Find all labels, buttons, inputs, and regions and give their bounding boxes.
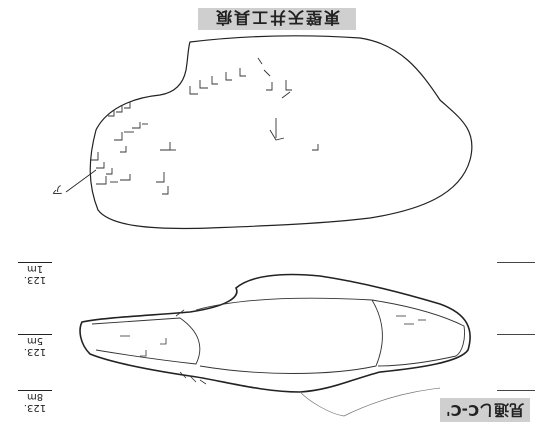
point-leader-line: [65, 169, 97, 193]
section-label-text: 見通しC-C': [445, 400, 525, 419]
reference-line-1: [497, 262, 535, 263]
section-inner-right: [371, 299, 465, 367]
section-label: 見通しC-C': [440, 398, 530, 422]
section-tool-marks: [120, 309, 426, 385]
figure-title: 東壁天井工具痕: [198, 8, 356, 30]
reference-line-2: [497, 334, 535, 335]
section-inner-left: [91, 317, 201, 365]
ceiling-outline: [89, 35, 473, 230]
section-outline: [79, 273, 471, 393]
tool-marks: [90, 57, 319, 195]
section-inner-center: [195, 297, 383, 374]
section-lower-trace: [299, 387, 441, 417]
reference-line-3: [497, 390, 535, 391]
